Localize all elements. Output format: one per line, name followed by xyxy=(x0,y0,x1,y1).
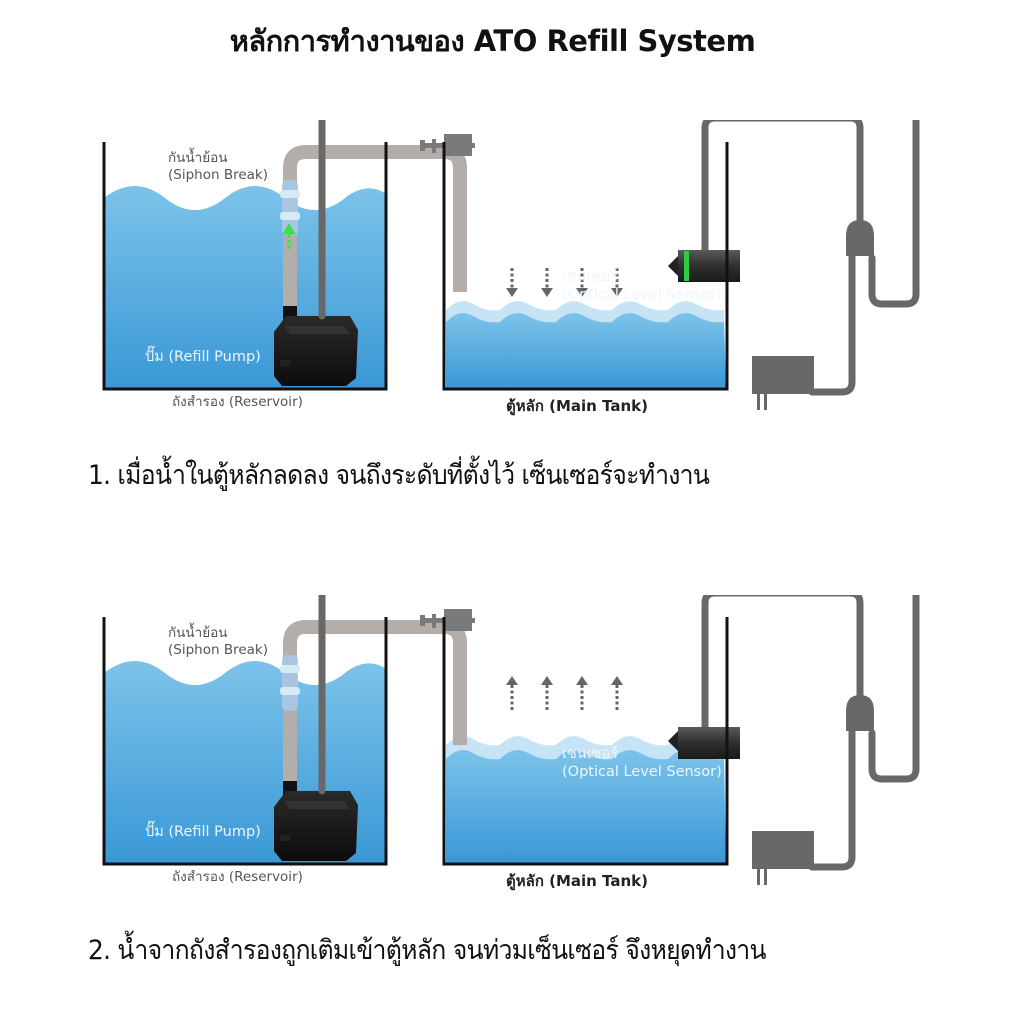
power-adapter xyxy=(752,356,814,410)
main-tank-label: ตู้หลัก (Main Tank) xyxy=(506,872,649,890)
controller-unit xyxy=(846,695,874,731)
pump-label: ปั๊ม (Refill Pump) xyxy=(145,349,261,365)
water-level-arrows xyxy=(506,268,623,297)
pump-power-cable xyxy=(318,120,920,320)
pump-label: ปั๊ม (Refill Pump) xyxy=(145,824,261,840)
flow-arrow-icon xyxy=(282,223,296,252)
siphon-break-valve xyxy=(280,655,300,711)
refill-tube xyxy=(283,145,467,320)
refill-pump xyxy=(274,781,358,861)
reservoir-label: ถังสำรอง (Reservoir) xyxy=(172,869,303,885)
level-arrow-down-icon xyxy=(506,268,518,297)
main-tank-wall xyxy=(442,617,729,866)
optical-level-sensor xyxy=(668,250,740,282)
level-arrow-up-icon xyxy=(541,676,553,710)
tube-clamp xyxy=(420,609,475,631)
siphon-break-label-en: (Siphon Break) xyxy=(168,642,268,658)
power-adapter xyxy=(752,831,814,885)
main-tank-wall xyxy=(442,142,729,391)
sensor-label-en: (Optical Level Sensor) xyxy=(562,764,722,780)
adapter-cable xyxy=(808,727,856,871)
ato-diagram xyxy=(102,595,920,885)
siphon-break-label-en: (Siphon Break) xyxy=(168,167,268,183)
step-caption: 2. น้ำจากถังสำรองถูกเติมเข้าตู้หลัก จนท่… xyxy=(88,935,767,966)
sensor-label-th: เซนเซอร์ xyxy=(562,269,619,285)
main-tank-label: ตู้หลัก (Main Tank) xyxy=(506,397,649,415)
sensor-label-en: (Optical Level Sensor) xyxy=(562,287,722,303)
tube-clamp xyxy=(420,134,475,156)
reservoir-label: ถังสำรอง (Reservoir) xyxy=(172,394,303,410)
main-tank-water xyxy=(446,313,726,388)
refill-pump xyxy=(274,306,358,386)
step-caption: 1. เมื่อน้ำในตู้หลักลดลง จนถึงระดับที่ตั… xyxy=(88,460,710,491)
diagram-panel-2: กันน้ำย้อน (Siphon Break) ปั๊ม (Refill P… xyxy=(0,595,1024,966)
level-arrow-down-icon xyxy=(611,268,623,297)
diagram-panel-1: กันน้ำย้อน (Siphon Break) ปั๊ม (Refill P… xyxy=(0,120,1024,491)
ato-diagram xyxy=(102,120,920,410)
level-arrow-down-icon xyxy=(576,268,588,297)
pump-power-cable xyxy=(318,595,920,795)
controller-unit xyxy=(846,220,874,256)
level-arrow-down-icon xyxy=(541,268,553,297)
optical-level-sensor xyxy=(668,727,740,759)
siphon-break-valve xyxy=(280,180,300,236)
siphon-break-label-th: กันน้ำย้อน xyxy=(168,625,228,641)
level-arrow-up-icon xyxy=(506,676,518,710)
adapter-cable xyxy=(808,252,856,396)
water-level-arrows xyxy=(506,676,623,710)
level-arrow-up-icon xyxy=(576,676,588,710)
main-tank-water xyxy=(446,750,726,863)
sensor-label-th: เซนเซอร์ xyxy=(562,746,619,762)
sensor-cable xyxy=(701,120,864,274)
sensor-led-indicator xyxy=(684,251,689,281)
refill-tube xyxy=(283,620,467,795)
reservoir-tank-wall xyxy=(102,142,388,391)
page-title: หลักการทำงานของ ATO Refill System xyxy=(229,24,756,58)
sensor-cable xyxy=(701,595,864,749)
siphon-break-label-th: กันน้ำย้อน xyxy=(168,150,228,166)
reservoir-tank-wall xyxy=(102,617,388,866)
level-arrow-up-icon xyxy=(611,676,623,710)
